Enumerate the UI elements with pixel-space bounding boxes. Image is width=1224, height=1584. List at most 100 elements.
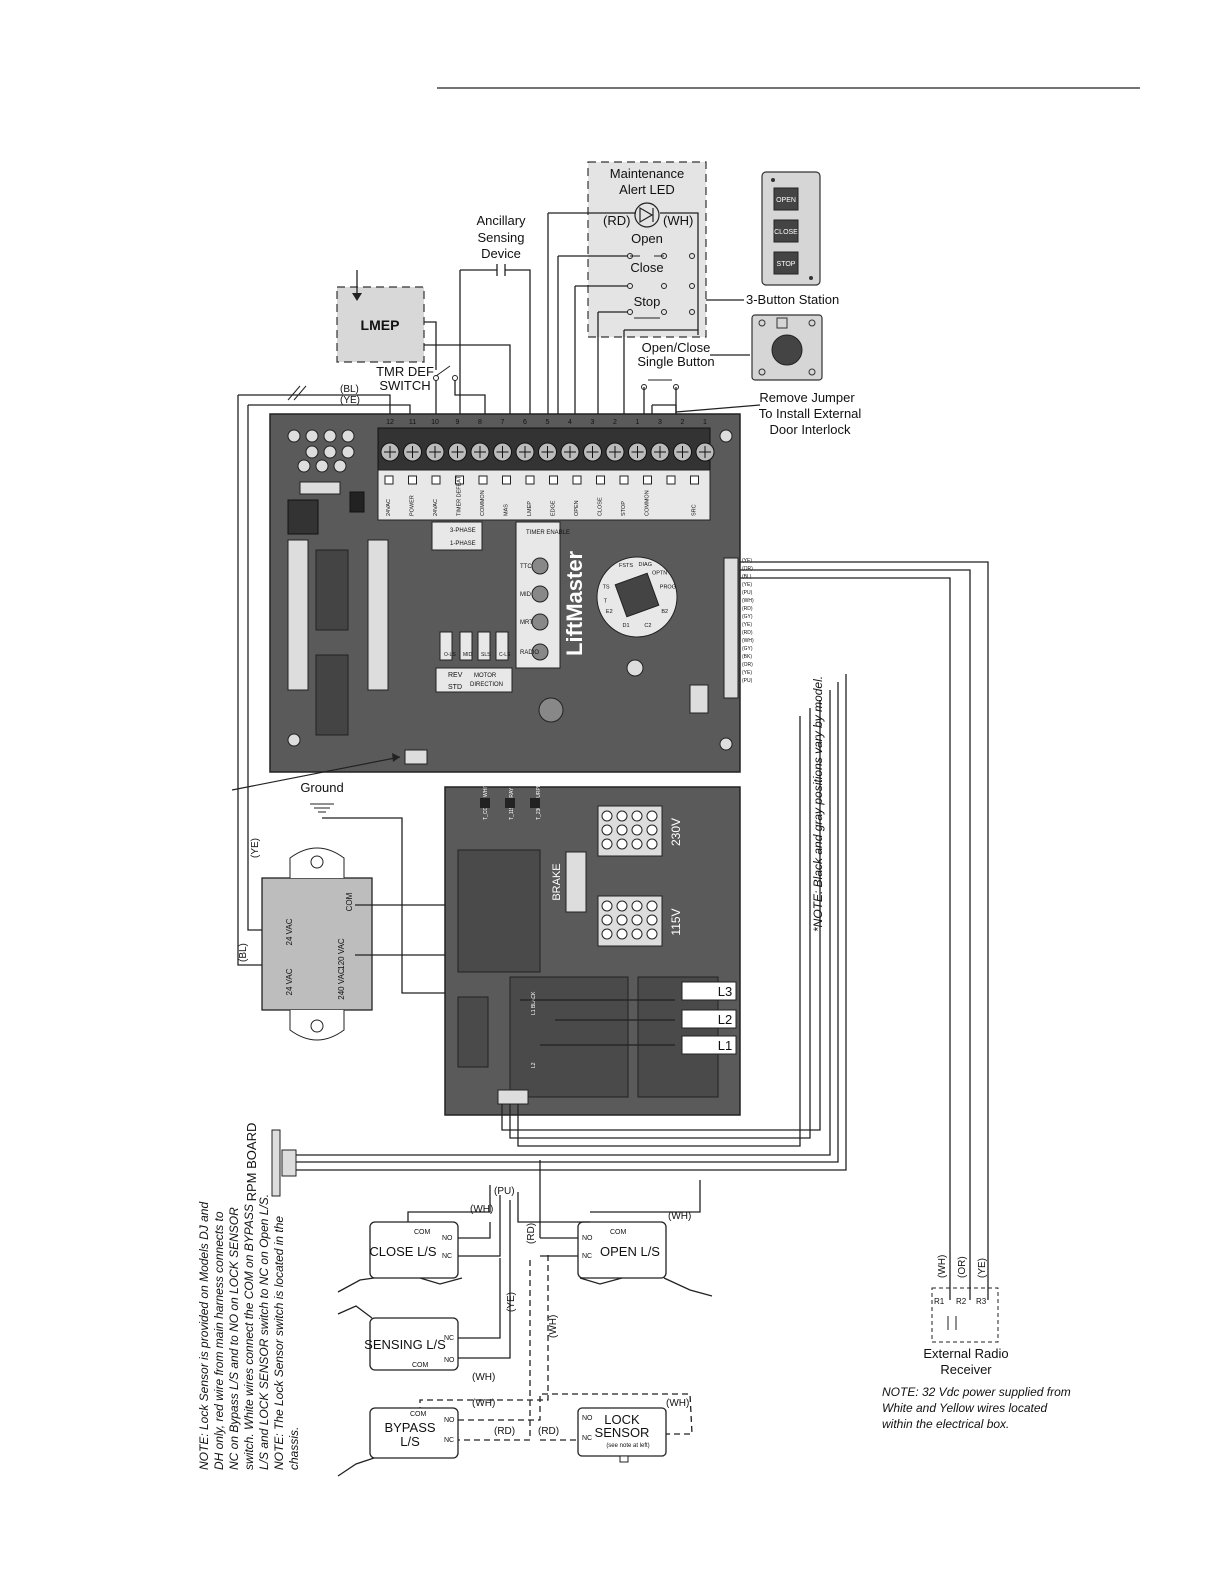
stop-contact [627, 309, 695, 319]
label-230v: 230V [669, 818, 683, 846]
harness-color-label: (WH) [742, 598, 754, 604]
stop-label: Stop [634, 294, 661, 309]
wire-relay-harness [501, 700, 821, 1147]
wire-tmr [435, 380, 486, 418]
side-note: *NOTE: Black and gray positions vary by … [811, 676, 825, 932]
terminal-number: 2 [613, 419, 617, 426]
wire-close [574, 285, 628, 418]
harness-color-label: (BK) [742, 654, 752, 660]
wire-lines [520, 999, 675, 1046]
close-ls-com: COM [414, 1229, 431, 1236]
mid-label: MID [520, 592, 532, 598]
sensing-ls-no: NO [444, 1357, 455, 1364]
radio-label-2: Receiver [940, 1362, 992, 1377]
terminal-number: 3 [591, 419, 595, 426]
terminal-label: POWER [410, 495, 416, 516]
l2-small: L2 [531, 1062, 537, 1068]
harness-color-label: (RD) [742, 606, 753, 612]
terminal-number: 7 [501, 419, 505, 426]
ground-label: Ground [300, 780, 343, 795]
relay-connector-right [367, 539, 389, 691]
l1-label: L1 [718, 1038, 732, 1053]
ye-label: (YE) [340, 395, 360, 406]
dial-label: D1 [623, 623, 630, 629]
l3-label: L3 [718, 984, 732, 999]
relay-board-block-2 [509, 976, 629, 1098]
plug-pin [631, 900, 643, 912]
plug-pin [631, 810, 643, 822]
regulator [287, 499, 319, 535]
terminal-number: 11 [409, 419, 416, 426]
std-label: STD [448, 684, 462, 691]
note-32v-3: within the electrical box. [882, 1417, 1009, 1431]
radio-label: RADIO [520, 650, 539, 656]
limit-ols: O-LS [444, 652, 456, 658]
harness-color-label: (GY) [742, 646, 753, 652]
wire-sensing [458, 1200, 511, 1359]
brake-label: BRAKE [551, 863, 563, 900]
terminal-label: TIMER DEFEAT [457, 475, 463, 516]
xfmr-bl-label: (BL) [238, 943, 249, 962]
wire-lmep [424, 321, 511, 418]
fuse [299, 481, 341, 495]
transformer [261, 847, 373, 1041]
radio-label-1: External Radio [923, 1346, 1008, 1361]
lock-label-1: LOCK [604, 1412, 640, 1427]
btn-open-label: OPEN [776, 197, 796, 204]
single-button-contact [641, 379, 679, 390]
terminal-label: CLOSE [598, 497, 604, 516]
open-ls [577, 1221, 713, 1297]
ancillary-label-2: Sensing [478, 230, 525, 245]
harness-color-label: (PU) [742, 678, 753, 684]
plug-pin [646, 824, 658, 836]
terminal-number: 1 [703, 419, 707, 426]
ancillary-label-1: Ancillary [476, 213, 526, 228]
plug-pin [616, 914, 628, 926]
plug-pin [616, 838, 628, 850]
open-label: Open [631, 231, 663, 246]
terminal-number: 9 [456, 419, 460, 426]
bypass-wh-label: (WH) [472, 1398, 495, 1409]
plug-pin [601, 824, 613, 836]
motor-dir-2: DIRECTION [470, 682, 503, 688]
relay-connector-left [287, 539, 309, 691]
radio-ye: (YE) [977, 1258, 988, 1278]
close-wh-label: (WH) [470, 1204, 493, 1215]
close-ls [337, 1221, 463, 1293]
ground-icon [310, 803, 334, 813]
rpm-connector [497, 1089, 529, 1105]
dial-knob [614, 572, 660, 618]
lock-sensor [577, 1407, 667, 1463]
lock-note-5: L/S and LOCK SENSOR switch to NC on Open… [257, 1194, 271, 1470]
radio-r1: R1 [934, 1297, 945, 1306]
led-wh-label: (WH) [663, 213, 693, 228]
terminal-number: 2 [681, 419, 685, 426]
relay-1 [315, 549, 349, 631]
xfmr-240: 240 VAC [337, 968, 346, 1000]
close-ls-no: NO [442, 1235, 453, 1242]
dial-label: FSTS [619, 563, 633, 569]
sensing-ye-label: (YE) [506, 1292, 517, 1312]
led-icon [634, 202, 660, 228]
bypass-nc: NC [444, 1437, 454, 1444]
line-terminals [681, 981, 737, 1055]
tmr-def-label-2: SWITCH [379, 378, 430, 393]
open-ls-com: COM [610, 1229, 627, 1236]
ttc-label: TTC [520, 564, 532, 570]
close-label: Close [630, 260, 663, 275]
rpm-board [271, 1129, 297, 1197]
lock-note: NOTE: Lock Sensor is provided on Models … [197, 1194, 301, 1470]
plug-pin [646, 928, 658, 940]
plug-pin [631, 914, 643, 926]
plug-pin [631, 824, 643, 836]
maintenance-label-2: Alert LED [619, 182, 675, 197]
terminal-label: OPEN [574, 500, 580, 516]
wire-close-com [407, 1185, 491, 1222]
terminal-label: SRC [692, 504, 698, 516]
plug-pin [631, 928, 643, 940]
board-buttons [531, 557, 549, 661]
brake-connector [565, 851, 587, 913]
remove-jumper-label-3: Door Interlock [770, 422, 851, 437]
